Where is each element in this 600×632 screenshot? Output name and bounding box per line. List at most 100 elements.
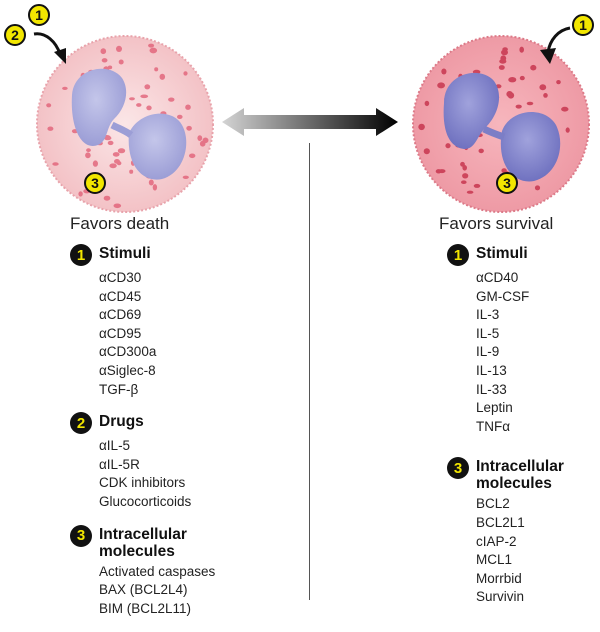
- granule: [506, 91, 513, 98]
- item-list: BCL2 BCL2L1 cIAP-2 MCL1 Morrbid Survivin: [476, 495, 597, 607]
- granule: [146, 105, 152, 111]
- granule: [501, 168, 507, 174]
- item-list: αIL-5 αIL-5R CDK inhibitors Glucocortico…: [99, 437, 300, 511]
- right-section-intracellular: 3 Intracellular molecules BCL2 BCL2L1 cI…: [447, 457, 597, 607]
- granule: [52, 162, 59, 166]
- right-column: 1 Stimuli αCD40 GM-CSF IL-3 IL-5 IL-9 IL…: [447, 244, 597, 621]
- granule: [112, 152, 120, 157]
- granule: [438, 169, 446, 174]
- granule: [515, 104, 522, 109]
- granule: [202, 137, 209, 144]
- granule: [543, 93, 548, 98]
- granule: [182, 175, 189, 179]
- list-item: cIAP-2: [476, 533, 517, 549]
- granule: [152, 184, 158, 191]
- list-item: BIM (BCL2L11): [99, 600, 192, 616]
- granule: [140, 94, 149, 99]
- surviving-eosinophil-cell: [412, 35, 590, 213]
- granule: [103, 195, 111, 201]
- granule: [168, 97, 175, 102]
- right-caption: Favors survival: [439, 214, 554, 233]
- list-item: CDK inhibitors: [99, 475, 186, 491]
- granule: [177, 114, 183, 119]
- granule: [186, 125, 192, 131]
- section-number-badge: 1: [447, 244, 469, 266]
- list-item: αIL-5: [99, 438, 131, 454]
- granule: [424, 100, 430, 107]
- granule: [561, 106, 569, 112]
- left-section-drugs: 2 Drugs αIL-5 αIL-5R CDK inhibitors Gluc…: [70, 412, 300, 511]
- section-number-badge: 3: [447, 457, 469, 480]
- granule: [461, 180, 467, 184]
- section-number-badge: 3: [70, 524, 92, 547]
- left-signal-arrow-icon: [33, 32, 66, 64]
- granule: [185, 104, 191, 110]
- granule: [100, 48, 107, 55]
- granule: [418, 123, 425, 131]
- list-item: IL-33: [476, 381, 507, 397]
- granule: [526, 101, 534, 106]
- apoptotic-eosinophil-cell: [36, 35, 214, 213]
- center-divider: [309, 143, 311, 600]
- granule: [197, 135, 203, 141]
- balance-double-arrow-icon: [222, 108, 398, 136]
- right-section-stimuli: 1 Stimuli αCD40 GM-CSF IL-3 IL-5 IL-9 IL…: [447, 244, 597, 436]
- granule: [92, 160, 98, 167]
- left-column: 1 Stimuli αCD30 αCD45 αCD69 αCD95 αCD300…: [70, 244, 300, 632]
- granule: [149, 47, 158, 54]
- granule: [46, 103, 52, 108]
- granule: [47, 126, 54, 131]
- granule: [129, 169, 134, 174]
- marker-1-right: 1: [572, 14, 594, 36]
- granule: [183, 71, 188, 76]
- granule: [500, 55, 507, 62]
- granule: [114, 159, 120, 164]
- section-number-badge: 1: [70, 244, 92, 266]
- granule: [473, 183, 481, 188]
- list-item: αCD40: [476, 270, 519, 285]
- marker-2-left: 2: [4, 24, 26, 46]
- granule: [189, 153, 196, 159]
- left-caption: Favors death: [70, 214, 170, 233]
- left-section-stimuli: 1 Stimuli αCD30 αCD45 αCD69 αCD95 αCD300…: [70, 244, 300, 399]
- marker-1-left: 1: [28, 4, 50, 26]
- granule: [148, 43, 155, 48]
- list-item: BCL2: [476, 496, 510, 512]
- granule: [116, 45, 122, 52]
- list-item: TGF-β: [99, 381, 139, 397]
- granule: [136, 103, 142, 107]
- list-item: αIL-5R: [99, 456, 140, 472]
- item-list: Activated caspases BAX (BCL2L4) BIM (BCL…: [99, 563, 300, 619]
- item-list: αCD30 αCD45 αCD69 αCD95 αCD300a αSiglec-…: [99, 269, 300, 399]
- list-item: MCL1: [476, 552, 513, 568]
- granule: [556, 80, 561, 85]
- granule: [462, 173, 469, 179]
- granule: [107, 140, 114, 146]
- granule: [113, 203, 122, 209]
- granule: [78, 191, 83, 197]
- granule: [498, 65, 505, 70]
- granule: [508, 77, 517, 83]
- granule: [423, 148, 430, 155]
- granule: [502, 47, 508, 52]
- granule: [101, 58, 108, 63]
- list-item: TNFα: [476, 418, 511, 434]
- granule: [117, 148, 126, 154]
- section-title: Drugs: [99, 413, 144, 431]
- granule: [478, 148, 484, 154]
- granule: [154, 67, 159, 72]
- list-item: BCL2L1: [476, 514, 525, 530]
- list-item: αCD30: [99, 270, 142, 285]
- granule: [104, 136, 112, 141]
- granule: [519, 46, 524, 53]
- list-item: Glucocorticoids: [99, 493, 192, 509]
- list-item: Survivin: [476, 589, 525, 605]
- list-item: IL-3: [476, 307, 500, 323]
- granule: [144, 84, 151, 90]
- list-item: GM-CSF: [476, 288, 530, 304]
- granule: [437, 82, 445, 89]
- granule: [129, 97, 135, 101]
- list-item: αSiglec-8: [99, 362, 156, 378]
- item-list: αCD40 GM-CSF IL-3 IL-5 IL-9 IL-13 IL-33 …: [476, 269, 597, 436]
- section-title: Intracellular molecules: [99, 525, 187, 560]
